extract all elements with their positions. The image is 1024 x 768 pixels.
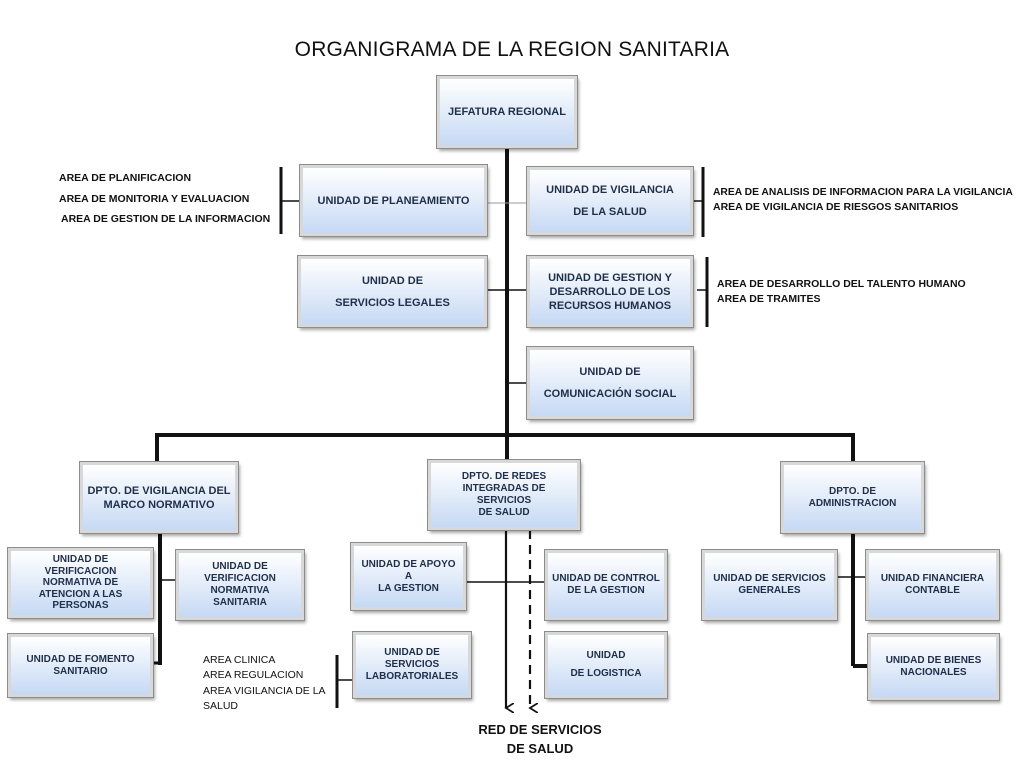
verificacion-atencion-unit-box[interactable]: UNIDAD DE VERIFICACION NORMATIVA DE ATEN… <box>7 547 154 619</box>
red-servicios-salud-label: RED DE SERVICIOS DE SALUD <box>478 722 602 756</box>
fomento-sanitario-unit-label: UNIDAD DE FOMENTO SANITARIO <box>26 653 135 677</box>
control-gestion-unit-box[interactable]: UNIDAD DE CONTROL DE LA GESTION <box>544 549 668 621</box>
jefatura-regional-box[interactable]: JEFATURA REGIONAL <box>436 75 578 149</box>
logistica-unit-box[interactable]: UNIDAD DE LOGISTICA <box>544 631 668 699</box>
area-monitoria-evaluacion: AREA DE MONITORIA Y EVALUACION <box>59 193 250 205</box>
servicios-legales-unit-label: UNIDAD DE SERVICIOS LEGALES <box>335 274 450 309</box>
comunicacion-social-unit-label: UNIDAD DE COMUNICACIÓN SOCIAL <box>543 366 677 400</box>
rrhh-unit-box[interactable]: UNIDAD DE GESTION Y DESARROLLO DE LOS RE… <box>526 255 694 328</box>
servicios-laboratoriales-unit-label: UNIDAD DE SERVICIOS LABORATORIALES <box>365 647 459 682</box>
dpto-vigilancia-label: DPTO. DE VIGILANCIA DEL MARCO NORMATIVO <box>87 484 231 511</box>
dpto-administracion-box[interactable]: DPTO. DE ADMINISTRACION <box>780 461 925 534</box>
dpto-redes-box[interactable]: DPTO. DE REDES INTEGRADAS DE SERVICIOS D… <box>427 459 581 531</box>
verificacion-atencion-unit-label: UNIDAD DE VERIFICACION NORMATIVA DE ATEN… <box>38 554 123 612</box>
jefatura-regional-label: JEFATURA REGIONAL <box>448 106 566 118</box>
area-regulacion: AREA REGULACION <box>203 669 304 681</box>
area-gestion-informacion: AREA DE GESTION DE LA INFORMACION <box>61 213 271 225</box>
area-tramites: AREA DE TRAMITES <box>717 293 821 305</box>
vigilancia-salud-unit-label: UNIDAD DE VIGILANCIA DE LA SALUD <box>546 184 674 218</box>
control-gestion-unit-label: UNIDAD DE CONTROL DE LA GESTION <box>552 573 660 596</box>
dpto-vigilancia-box[interactable]: DPTO. DE VIGILANCIA DEL MARCO NORMATIVO <box>79 461 239 534</box>
vigilancia-salud-unit-box[interactable]: UNIDAD DE VIGILANCIA DE LA SALUD <box>526 166 694 236</box>
servicios-generales-unit-label: UNIDAD DE SERVICIOS GENERALES <box>713 573 826 596</box>
fomento-sanitario-unit-box[interactable]: UNIDAD DE FOMENTO SANITARIO <box>7 633 154 698</box>
rrhh-unit-label: UNIDAD DE GESTION Y DESARROLLO DE LOS RE… <box>548 271 672 312</box>
comunicacion-social-unit-box[interactable]: UNIDAD DE COMUNICACIÓN SOCIAL <box>526 346 694 420</box>
chart-title: ORGANIGRAMA DE LA REGION SANITARIA <box>294 38 730 61</box>
dpto-redes-label: DPTO. DE REDES INTEGRADAS DE SERVICIOS D… <box>461 471 547 518</box>
area-planificacion: AREA DE PLANIFICACION <box>59 172 192 184</box>
apoyo-gestion-unit-box[interactable]: UNIDAD DE APOYO A LA GESTION <box>350 542 467 611</box>
verificacion-sanitaria-unit-label: UNIDAD DE VERIFICACION NORMATIVA SANITAR… <box>204 561 276 608</box>
planeamiento-unit-label: UNIDAD DE PLANEAMIENTO <box>317 194 470 207</box>
apoyo-gestion-unit-label: UNIDAD DE APOYO A LA GESTION <box>361 558 456 594</box>
dpto-administracion-label: DPTO. DE ADMINISTRACION <box>808 485 897 509</box>
area-clinica: AREA CLINICA <box>203 654 276 666</box>
bienes-nacionales-unit-box[interactable]: UNIDAD DE BIENES NACIONALES <box>867 633 1000 701</box>
bienes-nacionales-unit-label: UNIDAD DE BIENES NACIONALES <box>885 655 982 678</box>
financiera-contable-unit-box[interactable]: UNIDAD FINANCIERA CONTABLE <box>865 549 1000 621</box>
area-vigilancia-salud-cont: SALUD <box>203 700 239 712</box>
servicios-laboratoriales-unit-box[interactable]: UNIDAD DE SERVICIOS LABORATORIALES <box>352 631 472 699</box>
area-vigilancia-riesgos: AREA DE VIGILANCIA DE RIESGOS SANITARIOS <box>713 201 959 213</box>
area-analisis-informacion-vigilancia: AREA DE ANALISIS DE INFORMACION PARA LA … <box>713 187 1013 198</box>
area-vigilancia-salud: AREA VIGILANCIA DE LA <box>203 685 326 697</box>
servicios-legales-unit-box[interactable]: UNIDAD DE SERVICIOS LEGALES <box>297 255 488 328</box>
servicios-generales-unit-box[interactable]: UNIDAD DE SERVICIOS GENERALES <box>701 549 838 621</box>
logistica-unit-label: UNIDAD DE LOGISTICA <box>570 650 642 679</box>
financiera-contable-unit-label: UNIDAD FINANCIERA CONTABLE <box>880 573 985 596</box>
verificacion-sanitaria-unit-box[interactable]: UNIDAD DE VERIFICACION NORMATIVA SANITAR… <box>175 549 305 621</box>
area-desarrollo-talento-humano: AREA DE DESARROLLO DEL TALENTO HUMANO <box>717 278 966 290</box>
planeamiento-unit-box[interactable]: UNIDAD DE PLANEAMIENTO <box>299 164 488 237</box>
